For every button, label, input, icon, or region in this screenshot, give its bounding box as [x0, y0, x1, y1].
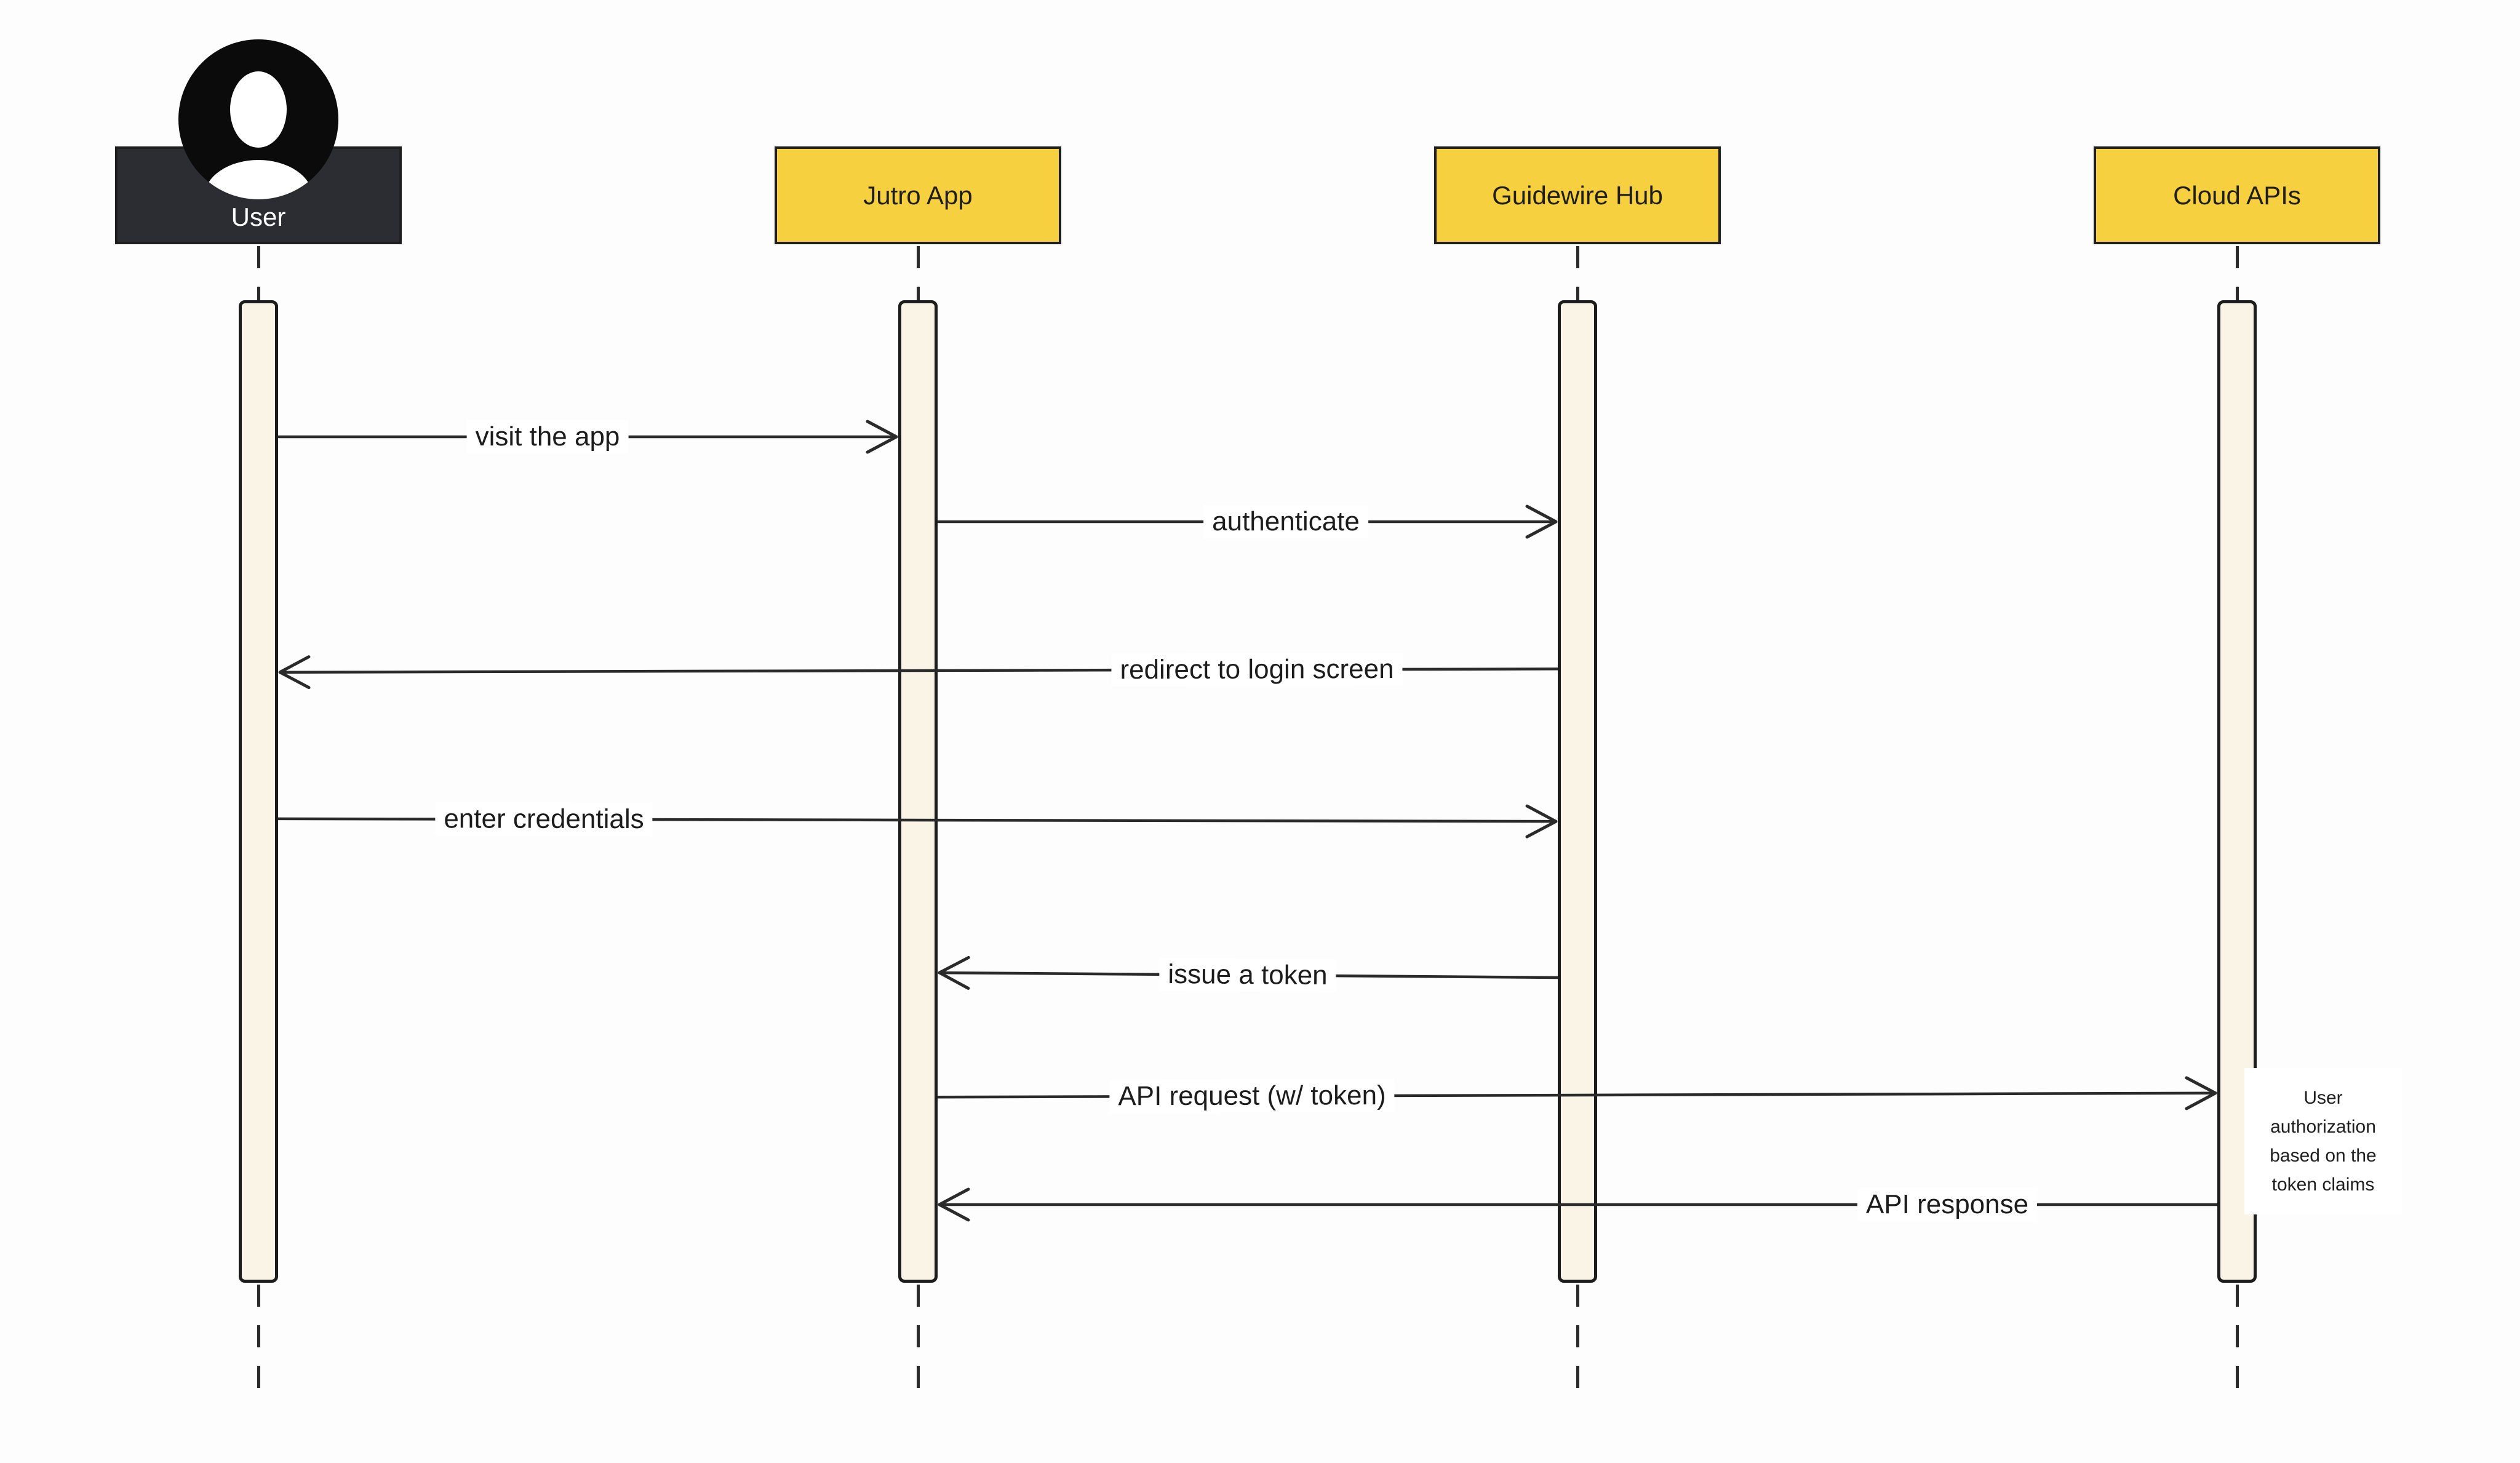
participant-cloud-apis-label: Cloud APIs: [2173, 180, 2301, 210]
lifeline-user-bottom: [257, 1285, 260, 1405]
message-label: redirect to login screen: [1111, 652, 1403, 687]
lifeline-jutro-app-bottom: [917, 1285, 920, 1405]
message-api-response: API response: [938, 1186, 2217, 1223]
lifeline-cloud-apis-top: [2236, 246, 2239, 300]
activation-bar-guidewire-hub: [1558, 300, 1597, 1283]
message-api-request: API request (w/ token): [937, 1075, 2217, 1116]
activation-bar-user: [239, 300, 278, 1283]
message-label: enter credentials: [435, 802, 653, 837]
lifeline-guidewire-hub-top: [1576, 246, 1579, 300]
lifeline-cloud-apis-bottom: [2236, 1285, 2239, 1405]
avatar-head-shape: [230, 71, 287, 148]
message-visit-the-app: visit the app: [278, 418, 898, 455]
activation-bar-jutro-app: [898, 300, 938, 1283]
message-authenticate: authenticate: [938, 503, 1558, 540]
participant-jutro-app-label: Jutro App: [863, 180, 973, 210]
participant-guidewire-hub-label: Guidewire Hub: [1492, 180, 1663, 210]
participant-jutro-app: Jutro App: [775, 146, 1061, 244]
participant-guidewire-hub: Guidewire Hub: [1434, 146, 1721, 244]
participant-cloud-apis: Cloud APIs: [2094, 146, 2380, 244]
message-label: authenticate: [1203, 505, 1368, 538]
message-label: visit the app: [466, 420, 629, 453]
lifeline-guidewire-hub-bottom: [1576, 1285, 1579, 1405]
note-text: User authorization based on the token cl…: [2270, 1088, 2377, 1195]
participant-user-label: User: [231, 202, 286, 231]
note-user-authorization: User authorization based on the token cl…: [2244, 1068, 2402, 1214]
avatar-shoulders-shape: [204, 160, 313, 199]
message-issue-a-token: issue a token: [938, 954, 1558, 996]
lifeline-jutro-app-top: [917, 246, 920, 300]
message-label: API request (w/ token): [1109, 1078, 1395, 1114]
message-label: API response: [1857, 1188, 2038, 1221]
message-enter-credentials: enter credentials: [277, 800, 1558, 840]
message-label: issue a token: [1159, 957, 1336, 993]
lifeline-user-top: [257, 246, 260, 300]
message-redirect-to-login-screen: redirect to login screen: [278, 650, 1558, 690]
user-avatar-icon: [178, 39, 338, 199]
